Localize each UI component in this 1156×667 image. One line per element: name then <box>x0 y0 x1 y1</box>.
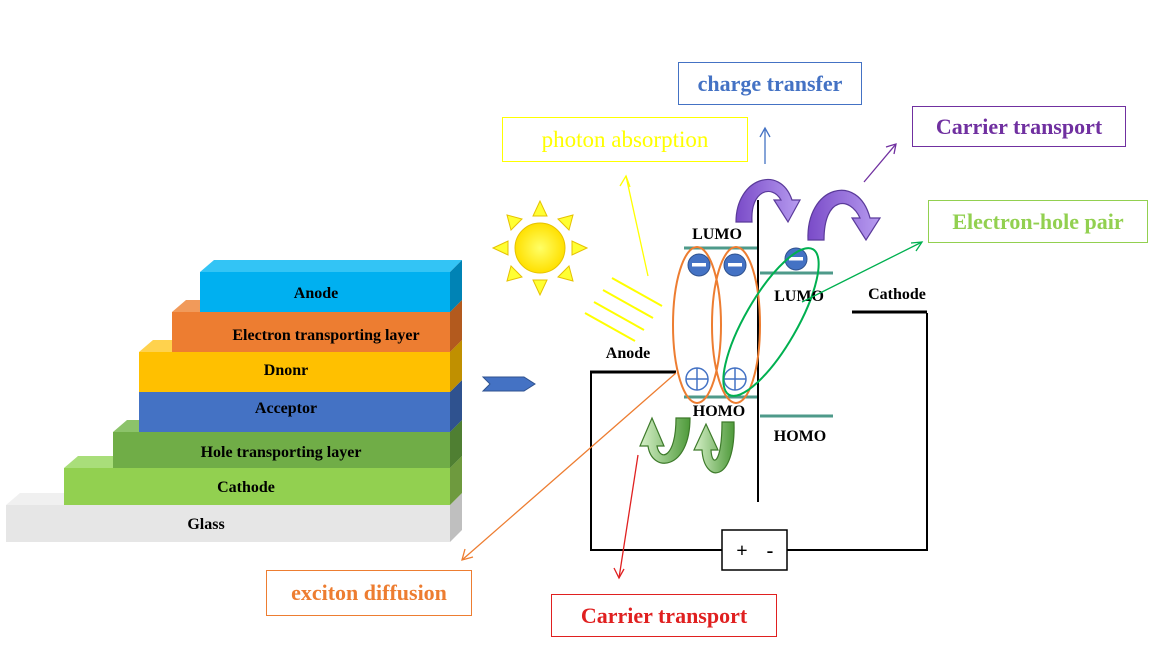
sun-icon <box>491 199 589 297</box>
annotation-exciton-diffusion: exciton diffusion <box>266 570 472 616</box>
chevron-arrow-icon <box>481 376 536 392</box>
layer-label-glass: Glass <box>187 516 224 533</box>
pointer-lines <box>461 126 924 580</box>
annotation-photon-absorption-text: photon absorption <box>541 126 709 152</box>
cathode-label: Cathode <box>868 286 926 303</box>
light-rays <box>584 277 663 342</box>
layer-label-donor: Dnonr <box>264 362 308 379</box>
annotation-carrier-transport-top: Carrier transport <box>912 106 1126 147</box>
green-curved-arrow-icon <box>639 416 691 464</box>
layer-stack: Glass Cathode Hole transporting layer Ac… <box>6 260 462 542</box>
anode-label: Anode <box>606 345 650 362</box>
purple-curved-arrow-icon <box>807 189 882 242</box>
acceptor-lumo-label: LUMO <box>774 288 824 305</box>
purple-curved-arrow-icon <box>735 178 802 224</box>
energy-diagram: + - LUMO HOMO LUMO HOMO Anode Cathode <box>590 178 928 571</box>
annotation-charge-transfer-text: charge transfer <box>697 70 843 96</box>
annotation-electron-hole-pair: Electron-hole pair <box>928 200 1148 243</box>
annotation-carrier-transport-bottom-text: Carrier transport <box>580 602 748 628</box>
layer-acceptor: Acceptor <box>139 380 462 432</box>
annotation-charge-transfer: charge transfer <box>678 62 862 105</box>
annotation-photon-absorption: photon absorption <box>502 117 748 162</box>
electron-icon <box>723 253 747 277</box>
hole-icon <box>685 367 709 391</box>
annotation-exciton-diffusion-text: exciton diffusion <box>291 580 447 605</box>
acceptor-homo-label: HOMO <box>774 428 826 445</box>
layer-label-acceptor: Acceptor <box>255 400 317 417</box>
electron-icon <box>687 253 711 277</box>
donor-lumo-label: LUMO <box>692 226 742 243</box>
layer-label-cathode: Cathode <box>217 479 275 496</box>
green-curved-arrow-icon <box>693 421 735 474</box>
battery-plus: + <box>736 540 747 562</box>
annotation-electron-hole-pair-text: Electron-hole pair <box>952 208 1124 234</box>
layer-anode: Anode <box>200 260 462 312</box>
annotation-carrier-transport-top-text: Carrier transport <box>935 113 1103 139</box>
hole-icon <box>723 367 747 391</box>
annotation-carrier-transport-bottom: Carrier transport <box>551 594 777 637</box>
battery-minus: - <box>767 540 774 562</box>
layer-label-electron-transporting: Electron transporting layer <box>232 327 419 344</box>
layer-label-hole-transporting: Hole transporting layer <box>201 444 362 461</box>
electron-icon <box>784 247 808 271</box>
layer-label-anode: Anode <box>294 285 338 302</box>
donor-homo-label: HOMO <box>693 403 745 420</box>
